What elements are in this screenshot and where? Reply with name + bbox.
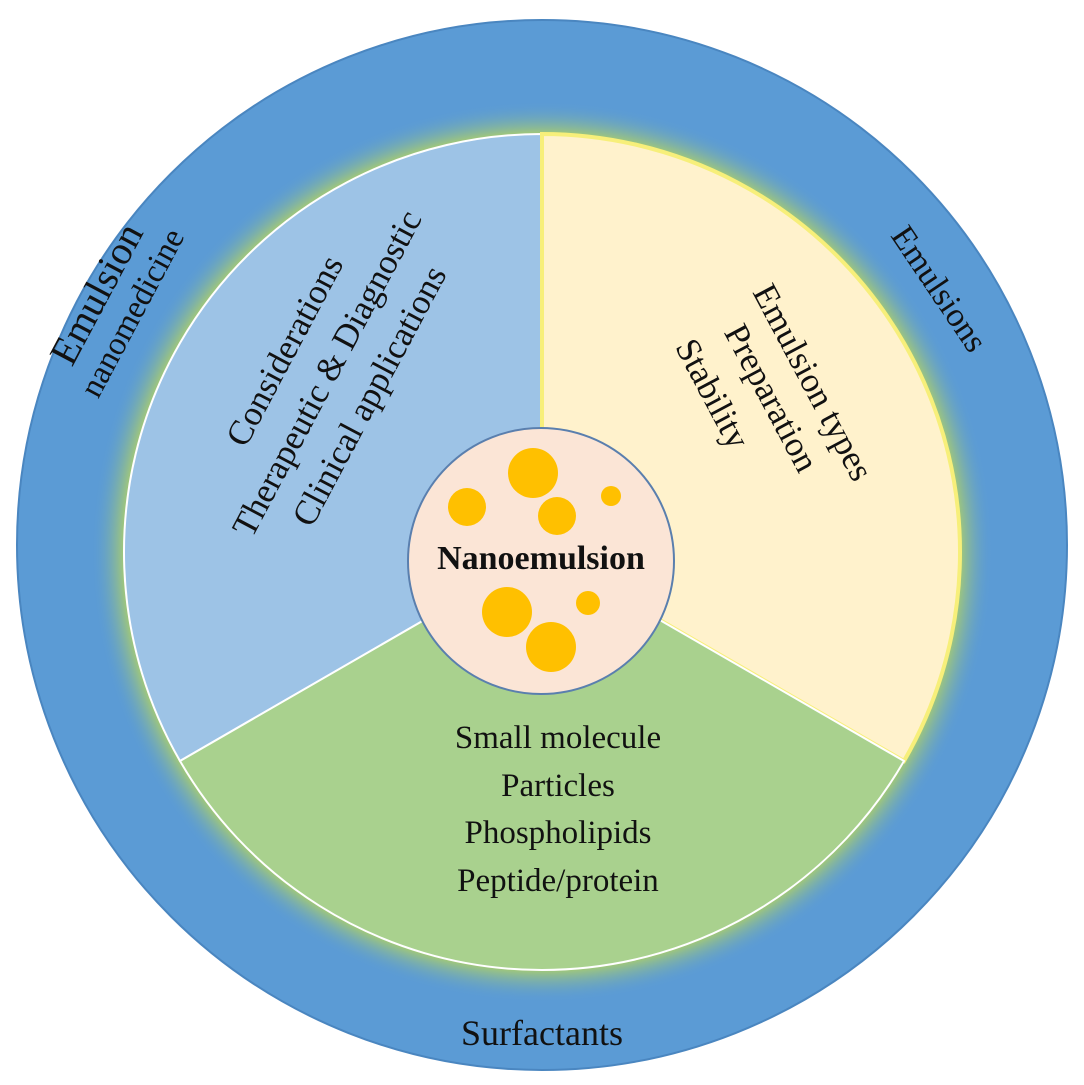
- droplet-icon: [448, 488, 486, 526]
- droplet-icon: [538, 497, 576, 535]
- droplets: [448, 448, 621, 672]
- sector-bottom: [178, 550, 906, 972]
- outer-label-surfactants: Surfactants: [461, 1013, 623, 1053]
- center-label: Nanoemulsion: [437, 540, 645, 577]
- bottom-sector-line: Small molecule: [455, 720, 661, 756]
- droplet-icon: [508, 448, 558, 498]
- droplet-icon: [576, 591, 600, 615]
- droplet-icon: [601, 486, 621, 506]
- droplet-icon: [526, 622, 576, 672]
- droplet-icon: [482, 587, 532, 637]
- bottom-sector-line: Particles: [501, 768, 615, 804]
- bottom-sector-line: Phospholipids: [464, 815, 651, 851]
- bottom-sector-line: Peptide/protein: [457, 863, 659, 899]
